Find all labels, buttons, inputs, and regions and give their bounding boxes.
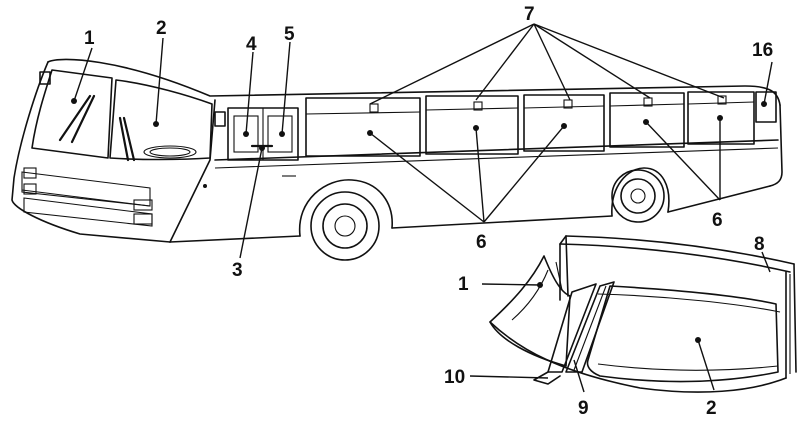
callout-dots	[71, 98, 767, 343]
callout-labels: 1 2 4 5 3 7 16 6 6 1 8 10 9 2	[84, 4, 773, 419]
leader-lines	[73, 23, 773, 393]
callout-4: 4	[246, 34, 257, 55]
callout-16: 16	[752, 40, 773, 61]
callout-7: 7	[524, 4, 535, 25]
callout-6-right: 6	[712, 210, 723, 231]
windscreen-detail	[489, 235, 797, 393]
callout-8: 8	[754, 234, 765, 255]
callout-5: 5	[284, 24, 295, 45]
callout-10: 10	[444, 367, 465, 388]
callout-2-detail: 2	[706, 398, 717, 419]
callout-9: 9	[578, 398, 589, 419]
callout-6-left: 6	[476, 232, 487, 253]
bus-illustration	[11, 58, 783, 261]
callout-2-bus: 2	[156, 18, 167, 39]
callout-3: 3	[232, 260, 243, 281]
callout-1-bus: 1	[84, 28, 95, 49]
callout-1-detail: 1	[458, 274, 469, 295]
